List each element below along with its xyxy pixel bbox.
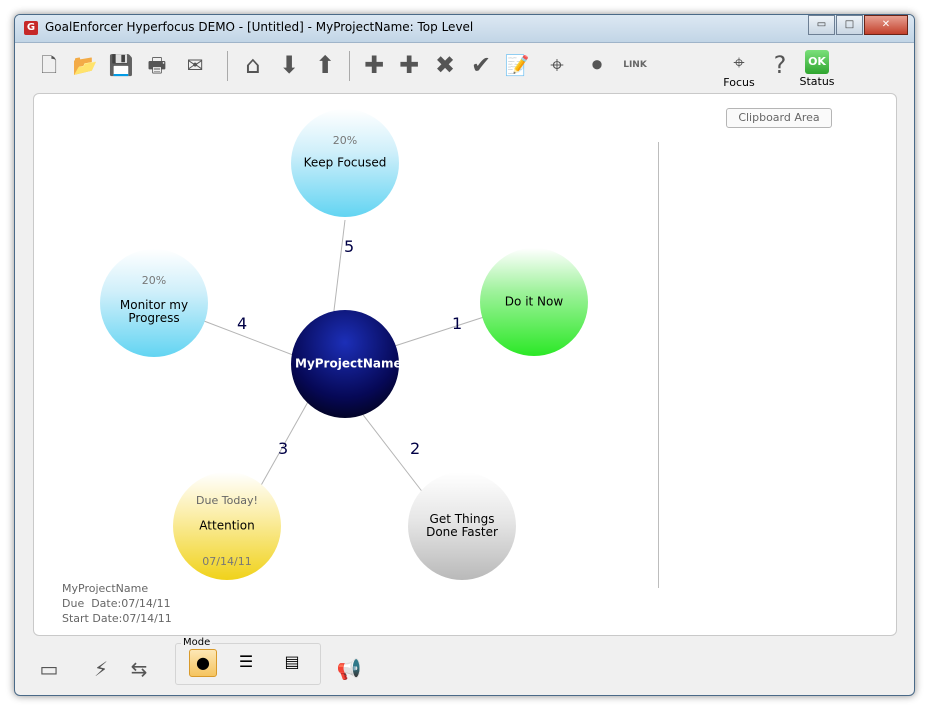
- crosshair-add-icon[interactable]: ⌖: [550, 51, 564, 79]
- title-bar: G GoalEnforcer Hyperfocus DEMO - [Untitl…: [15, 15, 914, 43]
- mind-map-canvas[interactable]: Clipboard Area 20% Keep Focused 20% Moni…: [33, 93, 897, 636]
- node-due-badge: Due Today!: [196, 494, 258, 507]
- arrow-down-icon[interactable]: ⬇: [278, 51, 300, 79]
- project-info: MyProjectName Due Date:07/14/11 Start Da…: [62, 581, 172, 626]
- new-file-icon[interactable]: 🗋: [40, 53, 58, 77]
- list-mode-icon[interactable]: ☰: [238, 652, 254, 671]
- goal-node-get-things-done[interactable]: Get Things Done Faster: [408, 472, 516, 580]
- goal-node-monitor-progress[interactable]: 20% Monitor my Progress: [100, 249, 208, 357]
- node-label: Do it Now: [504, 294, 564, 309]
- mind-map-mode-icon[interactable]: ●: [189, 649, 217, 677]
- layout-icon[interactable]: ▭: [39, 657, 59, 681]
- save-icon[interactable]: 💾: [108, 53, 134, 77]
- node-label: Keep Focused: [303, 155, 387, 170]
- gantt-mode-icon[interactable]: ▤: [284, 652, 300, 671]
- center-label: MyProjectName: [295, 356, 402, 371]
- add-icon[interactable]: ✚: [363, 51, 385, 79]
- focus-crosshair-icon: ⌖: [733, 50, 745, 74]
- app-icon: G: [24, 21, 38, 35]
- status-ok-icon: OK: [805, 50, 829, 74]
- print-icon[interactable]: 🖶: [147, 53, 167, 77]
- window-controls: ▭ □ ✕: [807, 15, 908, 35]
- connector-number-5: 5: [344, 237, 355, 256]
- focus-label: Focus: [723, 76, 755, 89]
- link-icon[interactable]: LINK: [623, 60, 647, 70]
- minimize-button[interactable]: ▭: [808, 15, 835, 35]
- status-label: Status: [799, 75, 835, 88]
- node-label: Get Things Done Faster: [426, 512, 498, 539]
- check-icon[interactable]: ✔: [470, 51, 492, 79]
- lightning-icon[interactable]: ⚡: [93, 657, 109, 681]
- focus-button[interactable]: ⌖ Focus: [719, 49, 759, 89]
- clipboard-area[interactable]: Clipboard Area: [726, 108, 832, 128]
- bottom-toolbar: ▭ ⚡ ⇆ Mode ● ☰ ▤ 📢: [15, 637, 914, 695]
- home-icon[interactable]: ⌂: [245, 51, 261, 79]
- goal-node-attention[interactable]: Due Today! Attention 07/14/11: [173, 472, 281, 580]
- help-icon[interactable]: ?: [773, 51, 787, 79]
- main-toolbar: 🗋 📂 💾 🖶 ✉ ⌂ ⬇ ⬆ ✚ ✚ ✖ ✔ 📝 ⌖ ⚫ LINK ⌖ Foc…: [15, 43, 914, 91]
- merge-circles-icon[interactable]: ⚫: [588, 53, 606, 77]
- connector-number-4: 4: [237, 314, 248, 333]
- edit-note-icon[interactable]: 📝: [504, 53, 530, 77]
- email-icon[interactable]: ✉: [186, 53, 204, 77]
- node-date: 07/14/11: [202, 555, 252, 568]
- toolbar-separator: [227, 51, 228, 81]
- project-center-node[interactable]: MyProjectName: [291, 310, 402, 418]
- mode-label: Mode: [181, 637, 213, 648]
- maximize-button[interactable]: □: [836, 15, 863, 35]
- info-start-date: Start Date:07/14/11: [62, 612, 172, 625]
- toolbar-separator: [349, 51, 350, 81]
- goal-node-keep-focused[interactable]: 20% Keep Focused: [291, 109, 399, 217]
- window-title: GoalEnforcer Hyperfocus DEMO - [Untitled…: [45, 20, 474, 34]
- connector-number-2: 2: [410, 439, 421, 458]
- mode-group: [175, 643, 321, 685]
- node-percent: 20%: [141, 274, 167, 287]
- swap-arrows-icon[interactable]: ⇆: [130, 657, 148, 681]
- node-percent: 20%: [332, 134, 358, 147]
- app-window: G GoalEnforcer Hyperfocus DEMO - [Untitl…: [14, 14, 915, 696]
- status-button[interactable]: OK Status: [797, 49, 837, 88]
- open-folder-icon[interactable]: 📂: [72, 53, 98, 77]
- goal-node-do-it-now[interactable]: Do it Now: [480, 248, 588, 356]
- delete-icon[interactable]: ✖: [434, 51, 456, 79]
- close-button[interactable]: ✕: [864, 15, 908, 35]
- node-label: Attention: [199, 518, 255, 533]
- connector-number-1: 1: [452, 314, 463, 333]
- node-label: Monitor my Progress: [119, 297, 189, 325]
- connector-number-3: 3: [278, 439, 289, 458]
- clipboard-divider: [658, 142, 659, 588]
- arrow-up-icon[interactable]: ⬆: [314, 51, 336, 79]
- info-due-date: Due Date:07/14/11: [62, 597, 171, 610]
- add-child-icon[interactable]: ✚: [398, 51, 420, 79]
- megaphone-icon[interactable]: 📢: [336, 657, 362, 681]
- info-project-name: MyProjectName: [62, 582, 149, 595]
